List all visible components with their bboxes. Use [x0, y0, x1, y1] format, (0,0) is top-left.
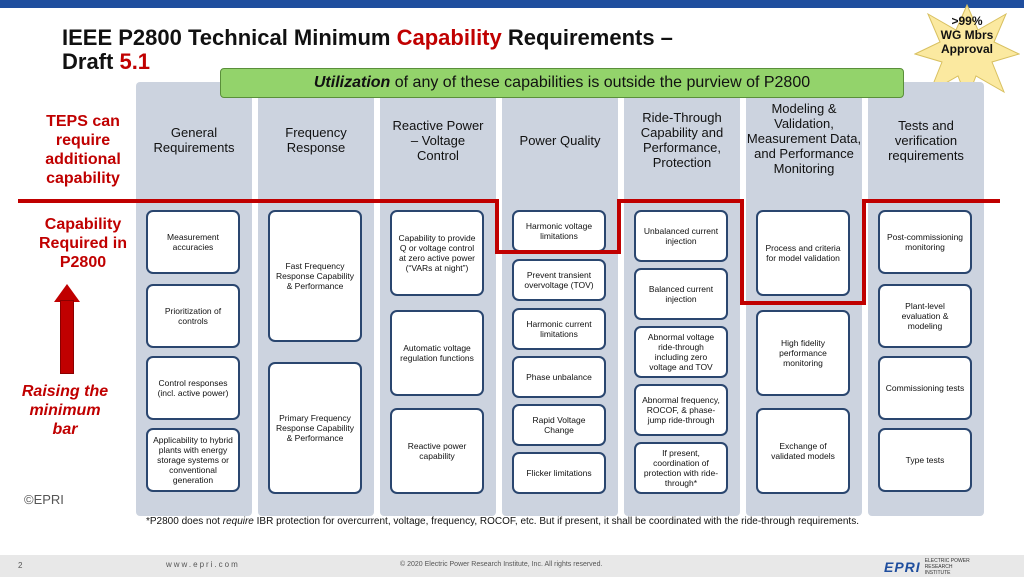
requirement-card: Commissioning tests [878, 356, 972, 420]
page-number: 2 [18, 561, 23, 570]
title-text-end: Requirements – [501, 25, 673, 50]
requirement-card: Process and criteria for model validatio… [756, 210, 850, 296]
requirement-card: Prioritization of controls [146, 284, 240, 348]
footer-copyright: © 2020 Electric Power Research Institute… [400, 561, 603, 568]
logo-subtitle: ELECTRIC POWER RESEARCH INSTITUTE [924, 558, 970, 576]
footnote-end: IBR protection for overcurrent, voltage,… [253, 516, 859, 527]
column-header: General Requirements [153, 125, 235, 155]
arrow-shaft [60, 300, 74, 374]
requirement-card: Reactive power capability [390, 408, 484, 494]
column-header: Power Quality [519, 132, 601, 148]
requirement-card: If present, coordination of protection w… [634, 442, 728, 494]
title-draft-number: 5.1 [119, 49, 151, 74]
epri-logo: EPRI ELECTRIC POWER RESEARCH INSTITUTE [884, 558, 973, 576]
approval-line3: Approval [940, 42, 993, 56]
column-header: Frequency Response [285, 125, 347, 155]
requirement-card: Balanced current injection [634, 268, 728, 320]
column-header: Reactive Power – Voltage Control [392, 117, 484, 163]
requirement-card: Unbalanced current injection [634, 210, 728, 262]
approval-line2: WG Mbrs [940, 28, 994, 42]
approval-badge-text: >99% WG Mbrs Approval [924, 14, 1010, 56]
requirement-card: Harmonic current limitations [512, 308, 606, 350]
footnote-emphasis: require [222, 516, 254, 527]
requirement-card: High fidelity performance monitoring [756, 310, 850, 396]
capability-required-label: Capability Required in P2800 [38, 216, 127, 271]
banner-text: of any of these capabilities is outside … [390, 74, 811, 91]
requirement-card: Primary Frequency Response Capability & … [268, 362, 362, 494]
requirement-card: Post-commissioning monitoring [878, 210, 972, 274]
requirement-card: Phase unbalance [512, 356, 606, 398]
epri-watermark: ©EPRI [24, 492, 64, 507]
top-accent-bar [0, 0, 1024, 8]
slide-title: IEEE P2800 Technical Minimum Capability … [62, 26, 922, 74]
footer-bar [0, 555, 1024, 577]
requirement-card: Abnormal frequency, ROCOF, & phase-jump … [634, 384, 728, 436]
title-line2: Draft [62, 49, 120, 74]
requirement-card: Capability to provide Q or voltage contr… [390, 210, 484, 296]
banner-bold: Utilization [313, 74, 391, 91]
teps-label: TEPS can require additional capability [45, 113, 121, 187]
requirement-card: Exchange of validated models [756, 408, 850, 494]
footer-url[interactable]: www.epri.com [166, 560, 240, 569]
requirement-card: Prevent transient overvoltage (TOV) [512, 259, 606, 301]
column-header: Ride-Through Capability and Performance,… [640, 110, 724, 170]
column-header: Tests and verification requirements [888, 117, 964, 163]
requirement-card: Plant-level evaluation & modeling [878, 284, 972, 348]
requirement-card: Harmonic voltage limitations [512, 210, 606, 252]
requirement-card: Rapid Voltage Change [512, 404, 606, 446]
approval-line1: >99% [951, 14, 983, 28]
title-text-start: IEEE P2800 Technical Minimum [62, 25, 397, 50]
footnote-start: *P2800 does not [146, 516, 223, 527]
requirement-card: Flicker limitations [512, 452, 606, 494]
logo-word: EPRI [884, 559, 921, 575]
column-header: Modeling & Validation, Measurement Data,… [746, 100, 862, 176]
footnote: *P2800 does not require IBR protection f… [146, 516, 1006, 527]
utilization-banner: Utilization of any of these capabilities… [220, 68, 904, 98]
requirement-card: Automatic voltage regulation functions [390, 310, 484, 396]
requirement-card: Control responses (incl. active power) [146, 356, 240, 420]
requirement-card: Applicability to hybrid plants with ener… [146, 428, 240, 492]
requirement-card: Abnormal voltage ride-through including … [634, 326, 728, 378]
title-highlight: Capability [396, 25, 502, 50]
raising-bar-label: Raising the minimum bar [21, 383, 109, 438]
requirement-card: Fast Frequency Response Capability & Per… [268, 210, 362, 342]
arrow-up-icon [54, 284, 80, 302]
requirement-card: Type tests [878, 428, 972, 492]
requirement-card: Measurement accuracies [146, 210, 240, 274]
